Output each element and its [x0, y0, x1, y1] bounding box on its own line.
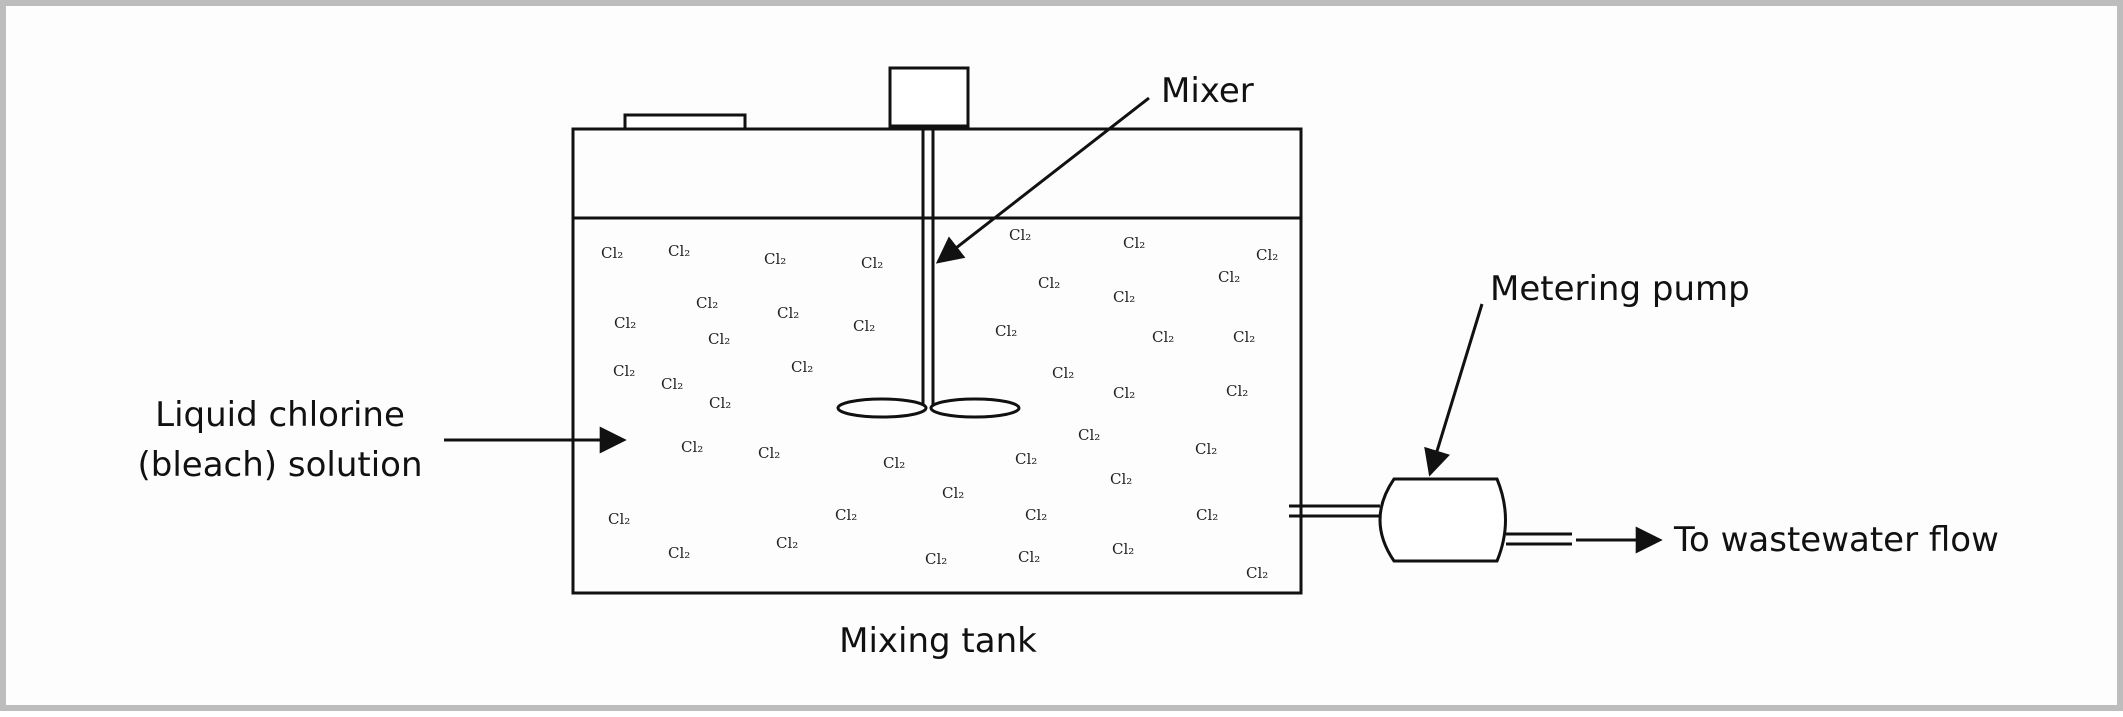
cl2-molecule: Cl₂ [1196, 506, 1218, 524]
cl2-molecule: Cl₂ [1195, 440, 1217, 458]
tank-hatch [623, 113, 747, 131]
cl2-molecule: Cl₂ [608, 510, 630, 528]
mixing-tank-label: Mixing tank [839, 621, 1037, 661]
cl2-molecule: Cl₂ [764, 250, 786, 268]
cl2-molecule: Cl₂ [614, 314, 636, 332]
cl2-molecule: Cl₂ [1123, 234, 1145, 252]
mixer-motor-icon [888, 66, 970, 128]
cl2-molecule: Cl₂ [1052, 364, 1074, 382]
mixer-arrow [935, 96, 1150, 264]
cl2-molecule: Cl₂ [613, 362, 635, 380]
cl2-molecule: Cl₂ [708, 330, 730, 348]
cl2-molecule: Cl₂ [1009, 226, 1031, 244]
liquid-chlorine-label-line2: (bleach) solution [138, 445, 423, 485]
cl2-molecule: Cl₂ [777, 304, 799, 322]
cl2-molecule: Cl₂ [791, 358, 813, 376]
cl2-molecule: Cl₂ [995, 322, 1017, 340]
cl2-molecule: Cl₂ [853, 317, 875, 335]
cl2-molecule: Cl₂ [776, 534, 798, 552]
impeller-icon [836, 397, 1021, 419]
cl2-molecule: Cl₂ [1113, 288, 1135, 306]
cl2-molecule: Cl₂ [1112, 540, 1134, 558]
cl2-molecule: Cl₂ [1113, 384, 1135, 402]
cl2-molecule: Cl₂ [1233, 328, 1255, 346]
chlorination-diagram: Cl₂ Cl₂ Cl₂ Cl₂ Cl₂ Cl₂ Cl₂ Cl₂ Cl₂ Cl₂ Cl₂ Cl₂ Cl₂ C… [138, 66, 1999, 661]
cl2-molecule: Cl₂ [883, 454, 905, 472]
cl2-molecule: Cl₂ [601, 244, 623, 262]
cl2-molecule: Cl₂ [835, 506, 857, 524]
cl2-molecule: Cl₂ [696, 294, 718, 312]
cl2-molecule: Cl₂ [668, 242, 690, 260]
cl2-molecule: Cl₂ [1218, 268, 1240, 286]
metering-pump-label: Metering pump [1490, 269, 1750, 309]
cl2-molecule: Cl₂ [1038, 274, 1060, 292]
cl2-molecule: Cl₂ [681, 438, 703, 456]
to-wastewater-label: To wastewater flow [1673, 520, 1999, 560]
cl2-molecule: Cl₂ [1226, 382, 1248, 400]
metering-pump-arrow [1424, 303, 1484, 477]
cl2-molecule: Cl₂ [1246, 564, 1268, 582]
cl2-molecule: Cl₂ [1152, 328, 1174, 346]
cl2-molecule: Cl₂ [668, 544, 690, 562]
mixer-label: Mixer [1161, 71, 1254, 111]
cl2-molecule: Cl₂ [1256, 246, 1278, 264]
mixing-tank [571, 127, 1303, 595]
cl2-molecule: Cl₂ [1018, 548, 1040, 566]
cl2-molecule: Cl₂ [661, 375, 683, 393]
cl2-molecule: Cl₂ [861, 254, 883, 272]
cl2-molecule: Cl₂ [942, 484, 964, 502]
cl2-molecule: Cl₂ [758, 444, 780, 462]
cl2-molecule: Cl₂ [1078, 426, 1100, 444]
cl2-molecule: Cl₂ [1015, 450, 1037, 468]
cl2-molecule: Cl₂ [925, 550, 947, 568]
cl2-molecule: Cl₂ [1110, 470, 1132, 488]
cl2-molecule: Cl₂ [709, 394, 731, 412]
pipe-tank-to-pump [1289, 504, 1380, 518]
pump-icon [1378, 477, 1507, 563]
pipe-pump-to-outlet [1506, 532, 1572, 546]
mixer-shaft [921, 126, 935, 406]
chlorine-molecules: Cl₂ Cl₂ Cl₂ Cl₂ Cl₂ Cl₂ Cl₂ Cl₂ Cl₂ Cl₂ Cl₂ Cl₂ Cl₂ C… [601, 226, 1278, 582]
cl2-molecule: Cl₂ [1025, 506, 1047, 524]
liquid-chlorine-label-line1: Liquid chlorine [155, 395, 405, 435]
